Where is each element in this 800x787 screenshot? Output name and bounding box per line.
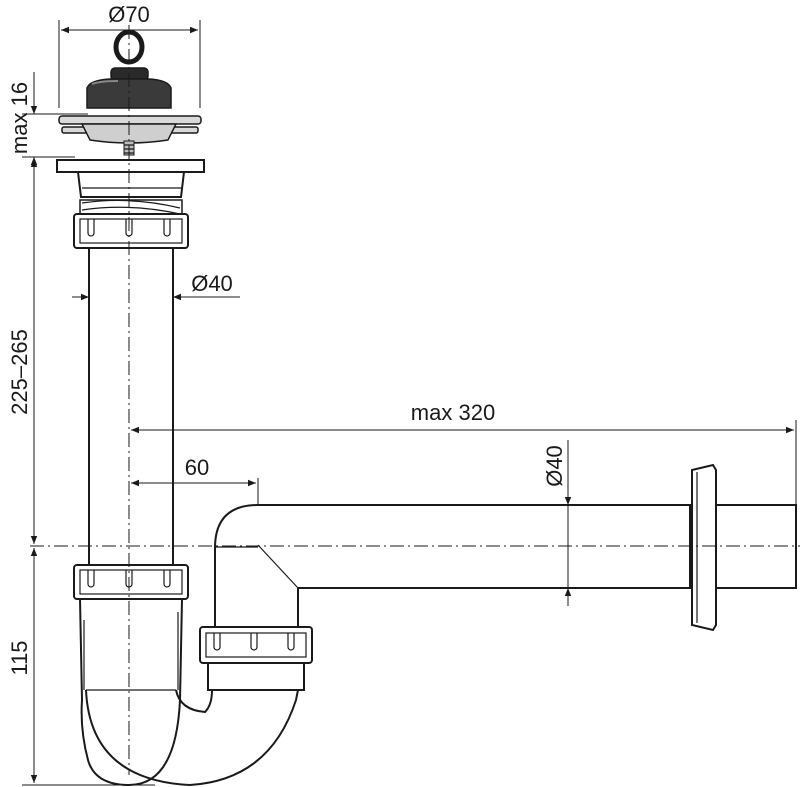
dim-strainer-diameter: Ø70 <box>108 2 150 27</box>
dim-strainer-height: max 16 <box>7 82 32 154</box>
bottle-nut <box>73 564 189 600</box>
drain-flange <box>56 159 205 215</box>
dim-inlet-diameter: Ø40 <box>191 271 233 296</box>
dim-axis-offset: 60 <box>185 455 209 480</box>
vertical-tailpipe <box>88 247 174 567</box>
outlet-elbow <box>214 504 691 628</box>
strainer-disc <box>58 115 202 156</box>
wall-rosette <box>691 463 797 632</box>
center-lines <box>30 25 800 775</box>
riser-nut <box>199 626 313 691</box>
upper-nut <box>73 213 189 249</box>
dimension-lines <box>30 26 794 783</box>
dim-vertical-length: 225–265 <box>7 329 32 415</box>
dim-outlet-length: max 320 <box>411 400 495 425</box>
dim-trap-depth: 115 <box>7 640 32 675</box>
dim-outlet-diameter: Ø40 <box>542 445 567 487</box>
extension-lines <box>22 20 797 786</box>
u-bend-trap <box>78 598 299 787</box>
